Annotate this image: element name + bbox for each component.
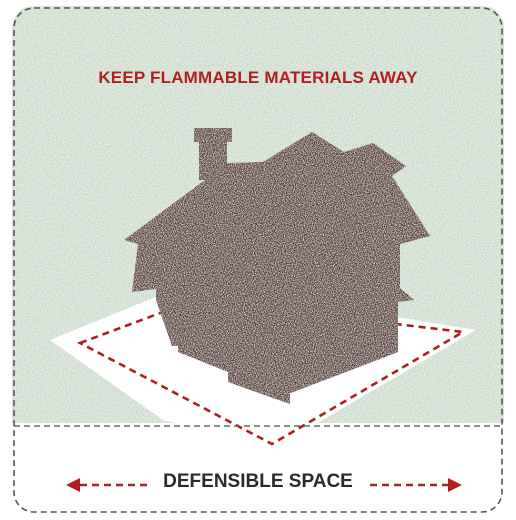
card-outline: [13, 7, 503, 513]
footer-label-wrapper: DEFENSIBLE SPACE: [0, 471, 516, 493]
arrow-right-icon: [370, 478, 462, 492]
defensible-perimeter: [76, 298, 467, 446]
arrow-left-icon: [66, 478, 150, 492]
house-silhouette-icon: [124, 128, 430, 404]
footer-label: DEFENSIBLE SPACE: [157, 471, 359, 492]
headline: KEEP FLAMMABLE MATERIALS AWAY: [98, 68, 418, 87]
